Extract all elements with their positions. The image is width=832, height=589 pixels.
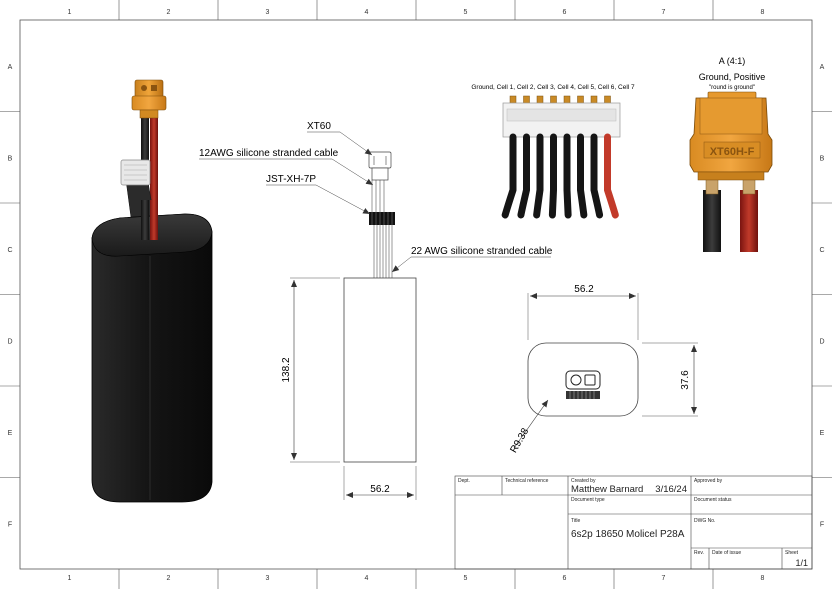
top-depth-label: 37.6 [680,370,691,390]
xt60-connector-render [131,79,167,119]
created-date: 3/16/24 [655,484,687,495]
callout-jst-text: JST-XH-7P [266,174,316,185]
column-label: 4 [365,575,369,582]
xt60-outline [368,151,392,169]
row-label: E [8,430,13,437]
row-label: F [820,521,824,528]
column-label: 1 [68,575,72,582]
jst-wire-black [501,133,517,219]
front-outline [343,277,417,463]
xt60-red-wire [740,190,758,252]
detail-note: "round is ground" [709,85,755,91]
callout-12awg: 12AWG silicone stranded cable [199,148,374,186]
column-label: 7 [662,9,666,16]
jst-pin-labels: Ground, Cell 1, Cell 2, Cell 3, Cell 4, … [471,84,635,91]
column-label: 5 [464,575,468,582]
jst-wire-black [517,133,530,219]
row-label: D [819,338,824,345]
doc-type-label: Document type [571,497,605,503]
xt60-black-wire [703,190,721,252]
created-by-label: Created by [571,478,596,484]
xt60-detail: A (4:1) Ground, Positive "round is groun… [689,56,773,252]
doc-status-label: Document status [694,497,732,503]
approved-by-label: Approved by [694,478,723,484]
callout-xt60-text: XT60 [307,121,331,132]
column-label: 6 [563,575,567,582]
title-block [454,475,813,570]
column-label: 7 [662,575,666,582]
red-wire [150,110,158,240]
row-label: C [819,247,824,254]
column-ticks: 1 1 2 2 3 3 4 4 5 5 6 6 7 7 8 8 [68,0,765,589]
sheet-number: 1/1 [795,558,808,568]
detail-title: A (4:1) [719,56,746,66]
top-width-dimension: 56.2 [527,284,639,340]
jst-wire-black [548,133,557,219]
row-label: A [8,64,13,71]
column-label: 8 [761,9,765,16]
jst-connector-render [120,159,151,186]
row-label: B [820,155,825,162]
row-label: A [820,64,825,71]
top-depth-dimension: 37.6 [642,342,698,417]
row-label: B [8,155,13,162]
radius-label: R9.38 [508,426,531,455]
tech-ref-label: Technical reference [505,478,549,484]
top-view: 56.2 37.6 R9.38 [508,284,698,455]
height-dimension: 138.2 [281,277,340,463]
callout-22awg-text: 22 AWG silicone stranded cable [411,246,553,257]
row-label: F [8,521,12,528]
battery-pack-render [91,79,213,503]
top-width-label: 56.2 [574,284,594,295]
jst-pins [509,95,611,106]
sheet-label: Sheet [785,550,799,556]
column-label: 3 [266,9,270,16]
title-block-text: Dept. Technical reference Created by Mat… [458,478,808,568]
top-view-connectors [565,370,601,399]
callout-xt60: XT60 [307,121,373,156]
column-label: 5 [464,9,468,16]
jst-wire-black [577,133,588,219]
front-width-label: 56.2 [370,484,390,495]
rev-label: Rev. [694,550,704,556]
title-label: Title [571,518,580,524]
jst-wire-red [604,133,619,219]
row-label: E [820,430,825,437]
detail-subtitle: Ground, Positive [699,72,766,82]
row-label: D [7,338,12,345]
dwg-no-label: DWG No. [694,518,715,524]
xt60-marking: XT60H-F [710,146,755,158]
row-label: C [7,247,12,254]
column-label: 2 [167,9,171,16]
jst-wire-black [533,133,544,219]
column-label: 1 [68,9,72,16]
column-label: 6 [563,9,567,16]
callout-12awg-text: 12AWG silicone stranded cable [199,148,339,159]
drawing-title: 6s2p 18650 Molicel P28A [571,529,685,540]
callout-22awg: 22 AWG silicone stranded cable [391,246,553,273]
date-of-issue-label: Date of issue [712,550,741,556]
column-label: 2 [167,575,171,582]
column-label: 3 [266,575,270,582]
width-dimension: 56.2 [343,466,417,500]
jst-outline [369,212,395,225]
radius-dimension: R9.38 [508,399,549,455]
callout-jst: JST-XH-7P [266,174,371,215]
column-label: 4 [365,9,369,16]
created-by: Matthew Barnard [571,484,643,495]
jst-wire-black [563,133,572,219]
row-ticks: A A B B C C D D E E F F [0,64,832,528]
column-label: 8 [761,575,765,582]
front-height-label: 138.2 [281,357,292,382]
jst-wires [501,133,619,219]
front-view: 138.2 56.2 XT60 12AWG silicone stranded … [199,121,553,500]
jst-detail: Ground, Cell 1, Cell 2, Cell 3, Cell 4, … [471,84,635,219]
jst-wire-black [590,133,604,219]
dept-label: Dept. [458,478,470,484]
